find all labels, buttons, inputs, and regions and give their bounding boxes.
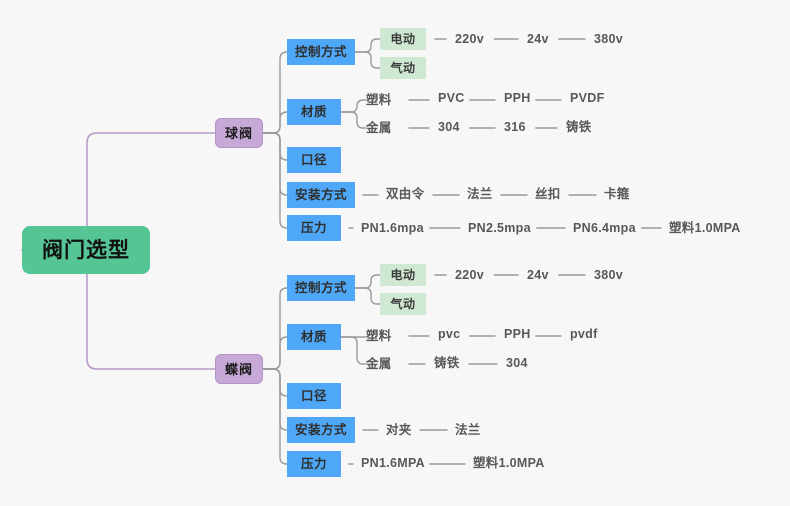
category-node-control-method-2[interactable]: 控制方式 [287,275,355,301]
category-node-diameter-2[interactable]: 口径 [287,383,341,409]
category-node-material[interactable]: 材质 [287,99,341,125]
leaf-pressure-1: PN2.5mpa [468,220,531,235]
subnode-electric[interactable]: 电动 [380,28,426,50]
leaf-metal-2: 铸铁 [566,119,592,134]
leaf-plastic-2-2: pvdf [570,326,598,341]
leaf-metal-1: 316 [504,119,526,134]
leaf-pressure-0: PN1.6mpa [361,220,424,235]
leaf-plastic-0: PVC [438,90,465,105]
leaf-electric-0: 220v [455,31,485,46]
leaf-metal-2-1: 304 [506,355,528,370]
category-node-pressure[interactable]: 压力 [287,215,341,241]
category-node-control-method[interactable]: 控制方式 [287,39,355,65]
leaf-pressure-3: 塑料1.0MPA [669,220,741,235]
root-node-valve-selection: 阀门选型 [22,226,150,274]
subnode-pneumatic-2[interactable]: 气动 [380,293,426,315]
leaf-installation-2-0: 对夹 [386,422,412,437]
leaf-installation-3: 卡箍 [604,186,630,201]
branch-node-ball-valve[interactable]: 球阀 [215,118,263,148]
subnode-metal-2: 金属 [366,356,392,371]
leaf-plastic-2-1: PPH [504,326,531,341]
leaf-electric-2-0: 220v [455,267,485,282]
leaf-pressure-2-0: PN1.6MPA [361,455,425,470]
leaf-plastic-2-0: pvc [438,326,461,341]
branch-node-butterfly-valve[interactable]: 蝶阀 [215,354,263,384]
leaf-metal-2-0: 铸铁 [434,355,460,370]
leaf-plastic-2: PVDF [570,90,605,105]
leaf-installation-1: 法兰 [467,186,493,201]
subnode-plastic-2: 塑料 [366,328,392,343]
leaf-plastic-1: PPH [504,90,531,105]
leaf-electric-2-1: 24v [527,267,549,282]
leaf-installation-2: 丝扣 [535,186,561,201]
category-node-installation[interactable]: 安装方式 [287,182,355,208]
subnode-metal: 金属 [366,120,392,135]
subnode-pneumatic[interactable]: 气动 [380,57,426,79]
leaf-electric-2-2: 380v [594,267,624,282]
leaf-installation-2-1: 法兰 [455,422,481,437]
leaf-installation-0: 双由令 [386,186,425,201]
category-node-pressure-2[interactable]: 压力 [287,451,341,477]
leaf-electric-2: 380v [594,31,624,46]
category-node-material-2[interactable]: 材质 [287,324,341,350]
subnode-electric-2[interactable]: 电动 [380,264,426,286]
category-node-installation-2[interactable]: 安装方式 [287,417,355,443]
leaf-metal-0: 304 [438,119,460,134]
leaf-electric-1: 24v [527,31,549,46]
leaf-pressure-2-1: 塑料1.0MPA [473,455,545,470]
leaf-pressure-2: PN6.4mpa [573,220,636,235]
subnode-plastic: 塑料 [366,92,392,107]
category-node-diameter[interactable]: 口径 [287,147,341,173]
